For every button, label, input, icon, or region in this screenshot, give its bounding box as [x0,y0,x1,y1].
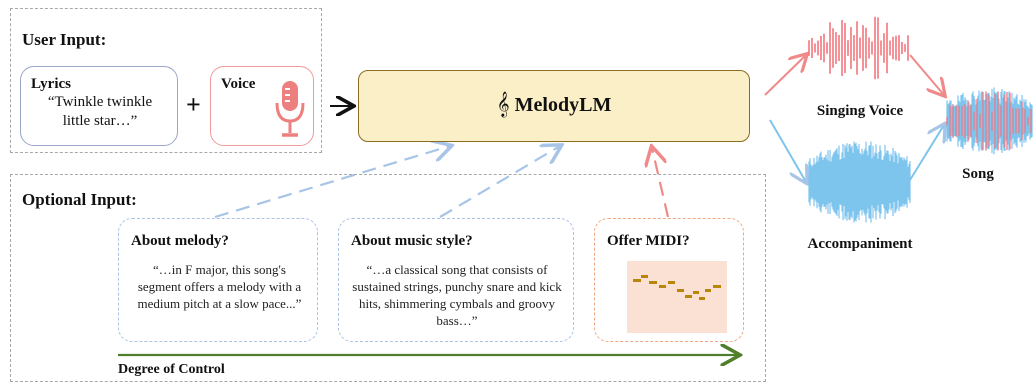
accompaniment-label: Accompaniment [807,236,913,252]
user-input-panel [10,8,322,153]
midi-pianoroll-icon [627,261,727,333]
voice-title: Voice [221,76,256,92]
lyrics-text: “Twinkle twinkle little star…” [47,94,153,129]
melodylm-name: MelodyLM [514,94,612,116]
treble-clef-icon: 𝄞 [496,92,510,117]
singing-to-song-arrow [909,54,944,95]
melodylm-box [358,70,750,142]
accompaniment-waveform [808,141,911,223]
song-label: Song [962,166,994,182]
model-to-accomp-arrow [769,119,806,182]
lyrics-title: Lyrics [31,76,71,92]
midi-box: Offer MIDI? [594,218,744,342]
user-input-title: User Input: [22,30,107,49]
style-box: About music style? “…a classical song th… [338,218,574,342]
optional-input-panel [10,174,766,382]
midi-to-model-arrow [652,148,670,218]
melody-to-model-arrow [214,146,450,219]
midi-title: Offer MIDI? [607,233,690,249]
lyrics-box: Lyrics “Twinkle twinkle little star…” [20,66,178,146]
optional-input-title: Optional Input: [22,190,137,209]
voice-box: Voice [210,66,314,146]
style-text: “…a classical song that consists of sust… [352,262,562,328]
melodylm-label: 𝄞 MelodyLM [358,92,750,117]
singing-voice-waveform [808,16,909,80]
style-title: About music style? [351,233,473,249]
melody-title: About melody? [131,233,229,249]
model-to-singing-arrow [764,55,806,96]
microphone-icon [275,81,305,137]
plus-sign: + [186,90,201,119]
singing-voice-label: Singing Voice [816,103,904,119]
degree-of-control-label: Degree of Control [118,362,225,377]
song-waveform [946,87,1033,155]
accomp-to-song-arrow [909,125,944,181]
style-to-model-arrow [439,146,560,218]
melody-box: About melody? “…in F major, this song's … [118,218,318,342]
melody-text: “…in F major, this song's segment offers… [137,262,302,311]
